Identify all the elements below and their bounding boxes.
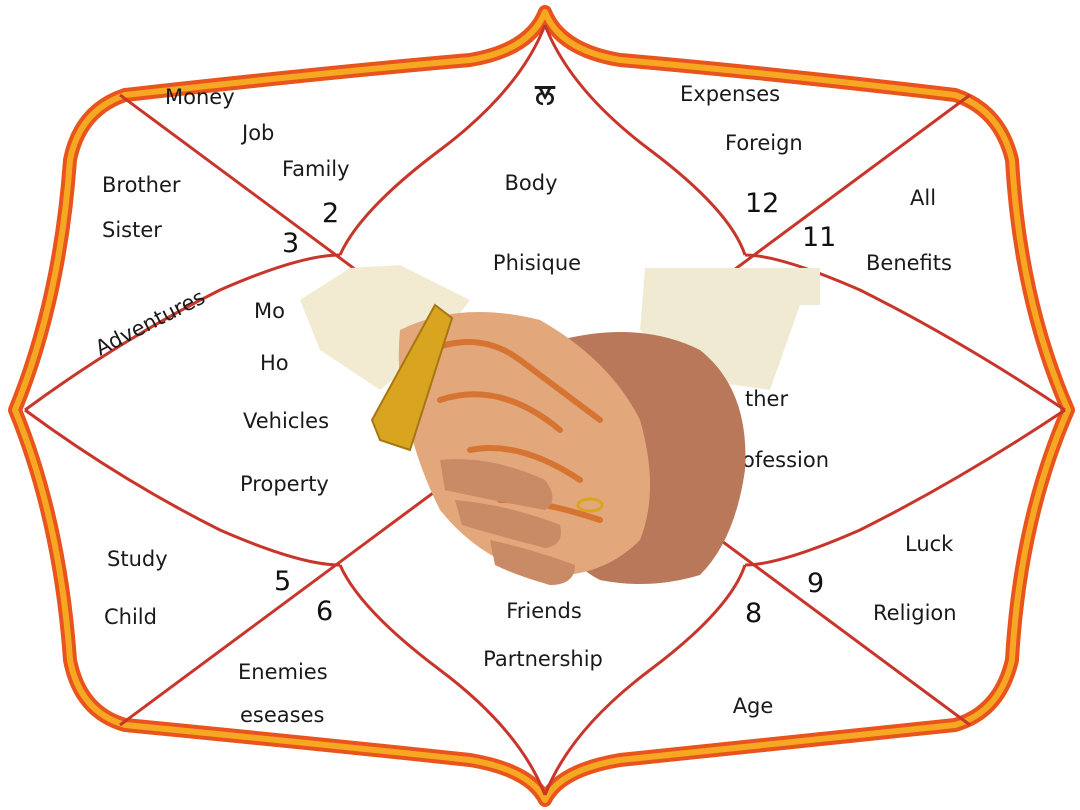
house12-label-foreign: Foreign (725, 131, 803, 155)
house7-label-partnership: Partnership (483, 647, 603, 671)
outer-border (8, 5, 1075, 807)
house4-label-vehicles: Vehicles (243, 409, 329, 433)
house6-label-enemies: Enemies (238, 660, 328, 684)
house3-label-sister: Sister (102, 218, 162, 242)
gold-ring (576, 497, 604, 513)
house4-label-ho: Ho (260, 351, 289, 375)
house5-label-child: Child (104, 605, 157, 629)
house-number-6: 6 (316, 596, 333, 627)
house3-label-brother: Brother (102, 173, 181, 197)
house-number-12: 12 (745, 188, 779, 219)
fingers (440, 459, 575, 585)
house12-label-expenses: Expenses (680, 82, 780, 106)
gold-bracelet (370, 303, 454, 452)
house5-label-study: Study (107, 547, 168, 571)
house2-label-family: Family (282, 157, 350, 181)
house11-label-benefits: Benefits (866, 251, 952, 275)
house-number-3: 3 (282, 228, 299, 259)
house10-label-profession: ofession (742, 448, 829, 472)
house8-label-age: Age (733, 694, 774, 718)
henna-pattern (427, 339, 603, 523)
house-number-11: 11 (802, 222, 836, 253)
house3-label-adventures: Adventures (91, 285, 208, 361)
house-number-2: 2 (322, 198, 339, 229)
house2-label-job: Job (240, 121, 274, 145)
house7-label-friends: Friends (506, 599, 582, 623)
clasped-hands-photo (300, 265, 820, 585)
bride-sleeve (300, 265, 470, 390)
house1-glyph: ਲ (535, 77, 556, 110)
house10-label-father: ther (745, 387, 788, 411)
house-number-9: 9 (807, 568, 824, 599)
house-number-5: 5 (274, 566, 291, 597)
house4-label-property: Property (240, 472, 329, 496)
house1-label-body: Body (504, 171, 557, 195)
house-number-8: 8 (745, 598, 762, 629)
house9-label-luck: Luck (905, 532, 954, 556)
house11-label-all: All (910, 186, 936, 210)
house2-label-money: Money (165, 85, 235, 109)
house1-label-physique: Phisique (493, 251, 581, 275)
house6-label-diseases: eseases (240, 703, 324, 727)
house9-label-religion: Religion (873, 601, 957, 625)
house4-label-mo: Mo (254, 299, 285, 323)
